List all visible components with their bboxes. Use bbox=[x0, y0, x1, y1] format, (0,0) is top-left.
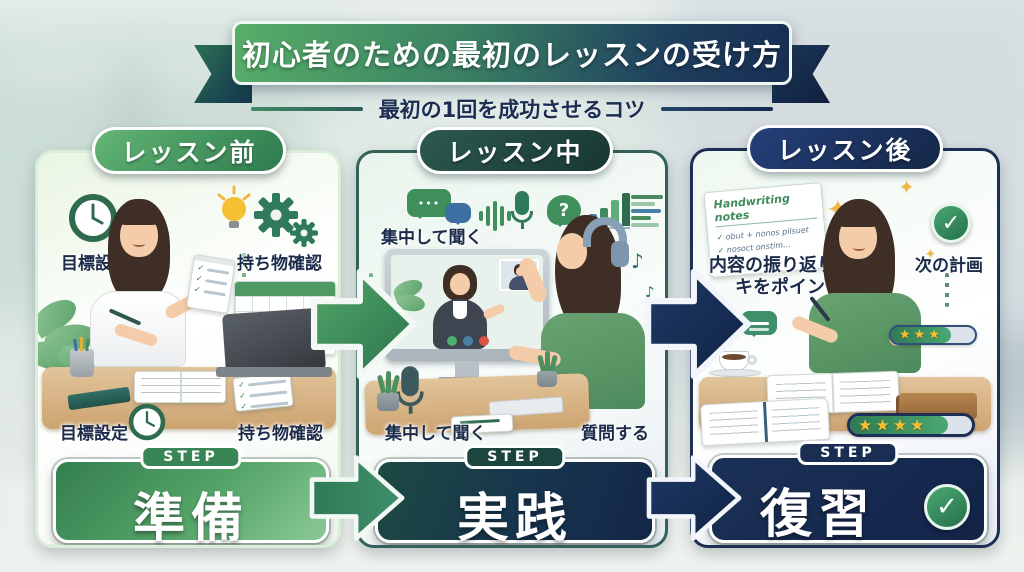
step-banner-preparation: STEP 準備 bbox=[53, 445, 329, 545]
chat-bubbles-icon: ••• bbox=[407, 189, 451, 219]
step-title-preparation: 準備 bbox=[132, 489, 249, 545]
chat-bubble-small-icon bbox=[445, 203, 471, 225]
call-button-green bbox=[447, 336, 457, 346]
review-check-icon: ✓ bbox=[924, 484, 970, 530]
title-banner: 初心者のための最初のレッスンの受け方 bbox=[232, 21, 792, 85]
arrow-before-to-during bbox=[310, 268, 418, 380]
header-pill-after-lesson: レッスン後 bbox=[747, 125, 943, 172]
dotted-accent bbox=[945, 273, 949, 307]
plant-pot-icon bbox=[537, 371, 557, 387]
header-pill-during-lesson: レッスン中 bbox=[417, 127, 613, 174]
plant-pot-icon bbox=[377, 393, 399, 411]
checklist-pad-icon: ✓ ✓ ✓ bbox=[232, 372, 294, 412]
arrow-step-practice-to-review bbox=[646, 455, 742, 541]
step-tag: STEP bbox=[140, 445, 242, 469]
next-plan-label: 次の計画 bbox=[915, 256, 983, 276]
question-bubble-icon: ? bbox=[547, 195, 581, 227]
headphones-icon bbox=[583, 217, 627, 247]
lightbulb-icon bbox=[217, 185, 251, 228]
microphone-icon bbox=[511, 191, 533, 229]
note-title: Handwriting notes bbox=[713, 189, 818, 228]
header-pill-before-lesson: レッスン前 bbox=[92, 127, 286, 174]
step-tag: STEP bbox=[797, 441, 899, 465]
panel-during-lesson: ••• ? 集中して聞く bbox=[356, 150, 668, 548]
star-rating-bar: ★★★ bbox=[889, 325, 977, 345]
step-title-practice: 実践 bbox=[456, 489, 573, 545]
goal-label-bottom: 目標設定 bbox=[60, 424, 128, 444]
gears-icon bbox=[254, 193, 318, 247]
review-label-line1: 内容の振り返り bbox=[709, 255, 835, 276]
music-note-icon: ♪ bbox=[631, 249, 644, 273]
subtitle-line-left bbox=[250, 107, 363, 111]
step-tag: STEP bbox=[464, 445, 566, 469]
open-notebook-icon bbox=[134, 371, 226, 403]
waveform-icon bbox=[479, 199, 511, 233]
music-note-icon: ♪ bbox=[645, 283, 655, 301]
arrow-step-preparation-to-practice bbox=[309, 455, 405, 541]
list-icon bbox=[631, 195, 663, 227]
review-label-line2: キをポイント bbox=[735, 277, 843, 298]
panel-before-content: 目標設定 bbox=[38, 153, 338, 545]
panel-during-content: ••• ? 集中して聞く bbox=[359, 153, 665, 545]
page-title: 初心者のための最初のレッスンの受け方 bbox=[241, 38, 782, 72]
step-title-review: 復習 bbox=[759, 485, 876, 545]
items-label-bottom: 持ち物確認 bbox=[238, 424, 323, 444]
call-button-blue bbox=[463, 336, 473, 346]
calendar-header bbox=[235, 282, 335, 296]
star-rating-stars: ★★★ bbox=[899, 327, 943, 343]
items-label-top: 持ち物確認 bbox=[237, 254, 322, 274]
subtitle-line-right bbox=[661, 107, 774, 111]
step-banner-review: STEP 復習 ✓ bbox=[709, 441, 987, 545]
pen-cup-icon bbox=[70, 337, 94, 377]
header-after-label: レッスン後 bbox=[777, 135, 913, 165]
star-rating-bar: ★★★★ bbox=[847, 413, 975, 437]
listen-label-top: 集中して聞く bbox=[381, 228, 483, 248]
star-rating-stars: ★★★★ bbox=[858, 415, 928, 435]
headphone-cup bbox=[611, 241, 629, 267]
subtitle-row: 最初の1回を成功させるコツ bbox=[0, 94, 1024, 124]
ask-label: 質問する bbox=[581, 424, 649, 444]
next-plan-check-icon: ✓ bbox=[931, 203, 971, 243]
panel-after-lesson: Handwriting notes ✓ obut + nonos pilsuet… bbox=[690, 148, 1000, 548]
sparkle-icon: ✦ bbox=[899, 177, 915, 198]
open-book-icon bbox=[699, 397, 831, 447]
clock-icon-small bbox=[128, 403, 166, 441]
panel-after-content: Handwriting notes ✓ obut + nonos pilsuet… bbox=[693, 151, 997, 545]
arrow-during-to-after bbox=[644, 268, 752, 380]
checklist-card-icon: ✓ ✓ ✓ bbox=[186, 254, 236, 314]
page-subtitle: 最初の1回を成功させるコツ bbox=[378, 98, 646, 122]
sparkle-icon: ✦ bbox=[925, 247, 936, 262]
step-banner-practice: STEP 実践 bbox=[375, 445, 655, 545]
header-during-label: レッスン中 bbox=[447, 137, 583, 167]
panel-before-lesson: 目標設定 bbox=[35, 150, 341, 548]
dotted-accent bbox=[242, 253, 246, 293]
listen-label-bottom: 集中して聞く bbox=[385, 424, 487, 444]
header-before-label: レッスン前 bbox=[121, 137, 257, 167]
call-button-red bbox=[479, 336, 489, 346]
